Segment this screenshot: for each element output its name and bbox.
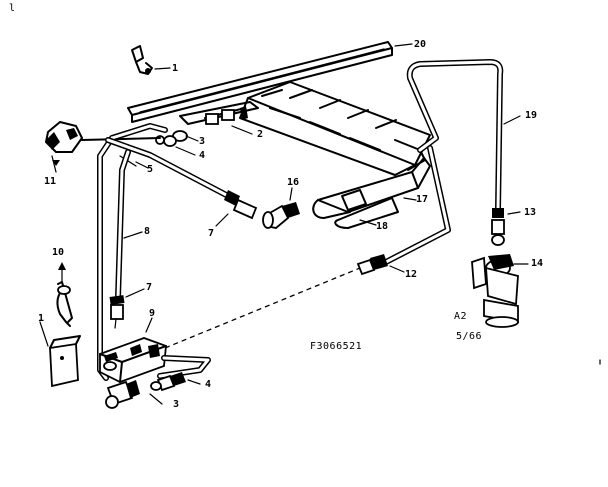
part-label-3-bottom: 3 <box>173 399 180 410</box>
part-label-5: 5 <box>147 164 154 175</box>
part-label-9: 9 <box>149 308 156 319</box>
orifice-fittings <box>155 125 253 156</box>
part-label-16: 16 <box>287 177 300 188</box>
part-label-4-bottom: 4 <box>205 379 212 390</box>
part-label-18: 18 <box>376 221 389 232</box>
part-label-1: 1 <box>172 63 179 74</box>
figure-number: F3066521 <box>310 341 363 352</box>
revision-code: A2 <box>454 311 468 322</box>
part-label-7-left: 7 <box>146 282 153 293</box>
burner-body <box>179 81 431 176</box>
part-label-7-mid: 7 <box>208 228 215 239</box>
gas-tube-middle <box>105 137 258 227</box>
part-label-17: 17 <box>416 194 429 205</box>
part-label-1-left: 1 <box>38 313 45 324</box>
control-knob <box>45 121 161 173</box>
gas-tube-vertical <box>109 149 145 329</box>
main-gas-line <box>383 59 521 265</box>
elbow-fitting <box>262 187 300 229</box>
part-label-13: 13 <box>524 207 537 218</box>
bracket-part <box>131 45 171 75</box>
pilot-tube <box>97 123 168 381</box>
part-label-8: 8 <box>144 226 151 237</box>
valve-fittings-bottom <box>149 372 201 405</box>
part-label-10-left: 10 <box>52 247 65 258</box>
pipe-fitting-right <box>491 208 521 246</box>
corner-mark: l <box>9 3 16 14</box>
mounting-plate <box>39 321 81 388</box>
part-label-4: 4 <box>199 150 206 161</box>
union-fitting <box>356 254 405 276</box>
part-label-14: 14 <box>531 258 544 269</box>
clip-part <box>56 262 73 327</box>
burner-mounting-rail <box>127 41 413 123</box>
gas-regulator <box>471 254 529 328</box>
gas-control-valve <box>99 317 211 409</box>
part-label-11: 11 <box>44 176 57 187</box>
venturi-tube <box>312 157 431 229</box>
part-label-19: 19 <box>525 110 538 121</box>
part-label-2: 2 <box>257 129 264 140</box>
part-label-12-right: 12 <box>405 269 418 280</box>
part-label-20: 20 <box>414 39 427 50</box>
revision-date: 5/66 <box>456 331 483 342</box>
connection-dashed-line <box>164 267 361 349</box>
part-label-3: 3 <box>199 136 206 147</box>
